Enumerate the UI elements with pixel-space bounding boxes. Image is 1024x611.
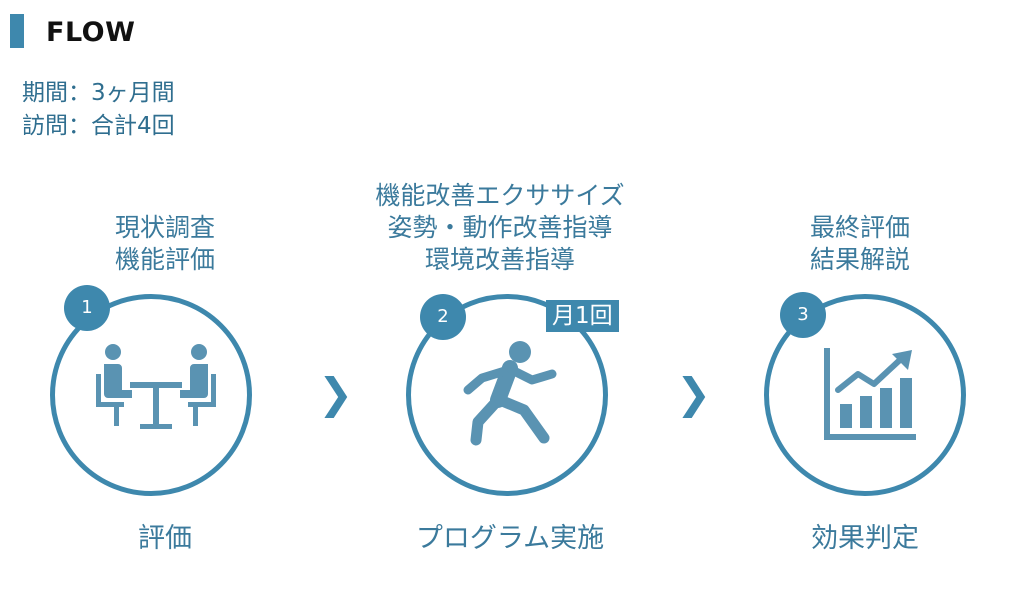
frequency-badge: 月1回 [546, 300, 619, 332]
visits-text: 訪問：合計4回 [22, 113, 175, 139]
step-1-label: 評価 [138, 523, 192, 554]
growth-chart-icon [824, 348, 916, 440]
step-3-heading-line: 最終評価 [809, 213, 910, 242]
step-1-heading: 現状調査 機能評価 [60, 212, 270, 276]
step-2-badge: 2 [420, 294, 466, 340]
title-accent-bar [10, 14, 24, 48]
step-3-heading: 最終評価 結果解説 [760, 212, 960, 276]
step-2-heading-line: 姿勢・動作改善指導 [387, 213, 613, 242]
step-3-heading-line: 結果解説 [809, 245, 910, 274]
step-1-heading-line: 現状調査 [114, 213, 215, 242]
step-2-label: プログラム実施 [415, 523, 605, 554]
chevron-right-icon: ❯ [676, 369, 712, 418]
step-2-heading-line: 機能改善エクササイズ [375, 181, 625, 210]
meeting-table-icon [96, 344, 216, 429]
step-2-heading-line: 環境改善指導 [424, 245, 575, 274]
step-3-badge: 3 [780, 292, 826, 338]
step-2-heading: 機能改善エクササイズ 姿勢・動作改善指導 環境改善指導 [320, 180, 680, 276]
page-title: FLOW [46, 17, 136, 48]
chevron-right-icon: ❯ [318, 369, 354, 418]
period-text: 期間：3ヶ月間 [22, 80, 175, 106]
step-3-label: 効果判定 [811, 523, 919, 554]
running-person-icon [463, 341, 557, 446]
step-1-heading-line: 機能評価 [114, 245, 215, 274]
step-1-badge: 1 [64, 285, 110, 331]
